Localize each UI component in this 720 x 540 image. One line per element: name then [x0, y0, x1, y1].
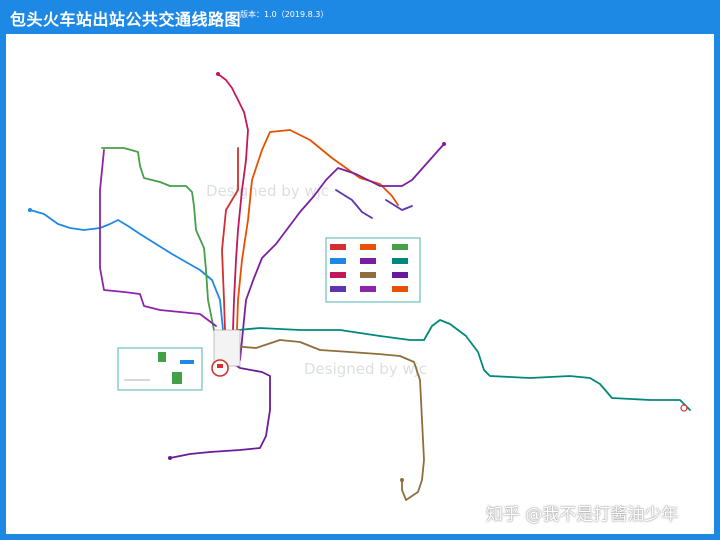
route-legend [325, 237, 421, 303]
credit-watermark: 知乎 @我不是打酱油少年 [486, 505, 679, 525]
terminal-marker-north [216, 72, 220, 76]
route-line-purple-west [99, 149, 217, 327]
terminal-marker-west [28, 208, 32, 212]
watermark-bottom: Designed by wjc [304, 360, 427, 378]
route-line-orange [235, 129, 399, 361]
route-line-red [221, 147, 239, 361]
station-detail-box [117, 347, 203, 391]
watermark-top: Designed by wjc [206, 182, 329, 200]
central-station-hub [211, 329, 241, 377]
route-line-purple-south [169, 359, 271, 459]
route-line-magenta-north [217, 73, 249, 361]
route-line-purple-east [239, 143, 445, 361]
map-title: 包头火车站出站公共交通线路图 [10, 10, 242, 29]
route-line-teal [237, 319, 691, 411]
terminal-marker-ne [442, 142, 446, 146]
map-frame [0, 34, 720, 540]
route-line-blue-west [29, 209, 225, 341]
terminal-marker-east [680, 404, 688, 412]
route-line-green [101, 147, 215, 331]
terminal-marker-sw [168, 456, 172, 460]
route-line-brown [231, 339, 425, 501]
terminal-marker-south [400, 478, 404, 482]
version-label: 版本：1.0（2019.8.3） [240, 10, 329, 19]
title-bar: 包头火车站出站公共交通线路图 版本：1.0（2019.8.3） [0, 0, 720, 34]
route-line-violet-ne [335, 189, 413, 219]
